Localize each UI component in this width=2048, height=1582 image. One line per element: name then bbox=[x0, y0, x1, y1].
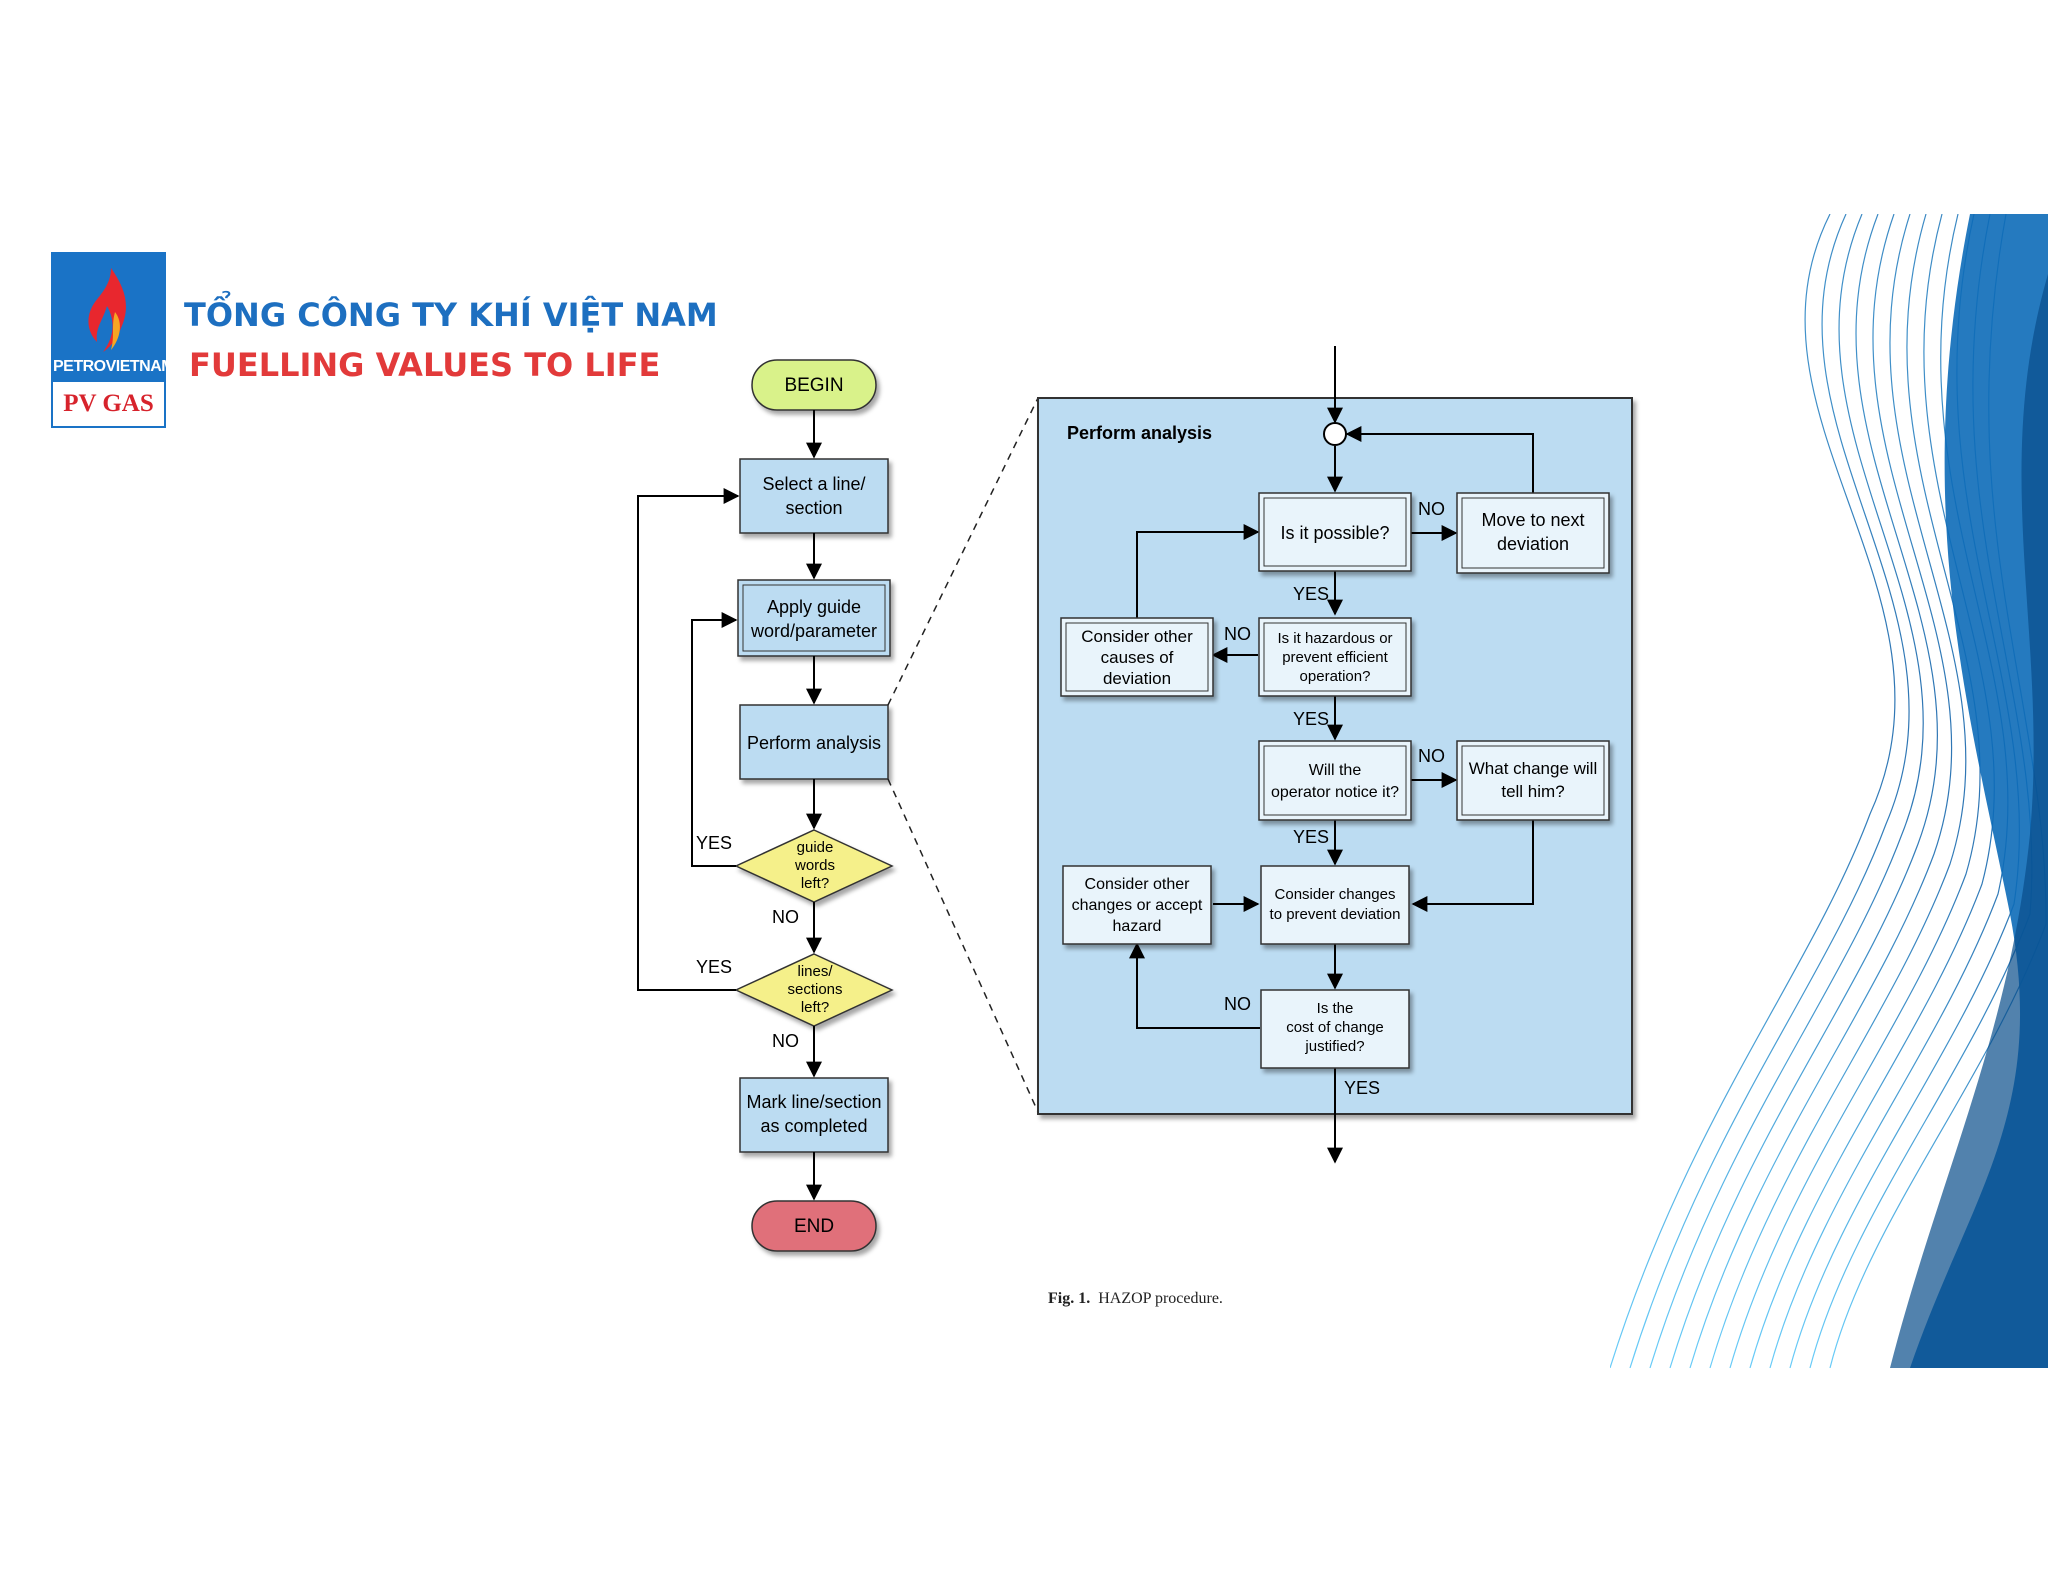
logo-brand-text: PETROVIETNAM bbox=[53, 358, 175, 375]
select-line-label: Select a line/section bbox=[762, 474, 865, 518]
cost-justified-box bbox=[1260, 989, 1410, 1069]
begin-label: BEGIN bbox=[784, 375, 843, 396]
move-next-box bbox=[1456, 492, 1610, 574]
merge-node bbox=[1323, 422, 1347, 446]
mark-completed-box bbox=[739, 1077, 889, 1153]
pvgas-logo: PETROVIETNAM PV GAS bbox=[51, 252, 175, 428]
decorative-wave bbox=[1610, 214, 2048, 1368]
is-hazardous-box bbox=[1258, 617, 1412, 697]
flame-icon bbox=[88, 268, 126, 352]
zoom-lines bbox=[887, 397, 1039, 1113]
select-line-box bbox=[739, 458, 889, 534]
cost-no-label: NO bbox=[1224, 994, 1251, 1014]
possible-no-label: NO bbox=[1418, 499, 1445, 519]
figure-caption: Fig. 1. HAZOP procedure. bbox=[1048, 1290, 1223, 1308]
guide-no-label: NO bbox=[772, 907, 799, 927]
operator-notice-box bbox=[1258, 740, 1412, 821]
company-slogan: FUELLING VALUES TO LIFE bbox=[189, 346, 661, 384]
perform-analysis-box bbox=[739, 704, 889, 780]
figure-caption-text: HAZOP procedure. bbox=[1098, 1290, 1223, 1307]
notice-yes-label: YES bbox=[1293, 827, 1329, 847]
is-possible-box bbox=[1258, 492, 1412, 572]
figure-caption-label: Fig. 1. bbox=[1048, 1290, 1091, 1307]
what-change-box bbox=[1456, 740, 1610, 821]
consider-changes-box bbox=[1260, 865, 1410, 945]
possible-yes-label: YES bbox=[1293, 584, 1329, 604]
lines-no-label: NO bbox=[772, 1031, 799, 1051]
lines-yes-label: YES bbox=[696, 957, 732, 977]
cost-yes-label: YES bbox=[1344, 1078, 1380, 1098]
consider-other-changes-box bbox=[1062, 865, 1212, 945]
apply-guide-box bbox=[737, 579, 891, 657]
perform-analysis-detail: Perform analysis Is it possible? Move bbox=[1037, 346, 1633, 1164]
consider-causes-box bbox=[1060, 617, 1214, 697]
is-possible-label: Is it possible? bbox=[1280, 523, 1389, 543]
logo-name-text: PV GAS bbox=[53, 380, 164, 426]
hazardous-yes-label: YES bbox=[1293, 709, 1329, 729]
end-label: END bbox=[794, 1216, 834, 1237]
guide-yes-label: YES bbox=[696, 833, 732, 853]
detail-title: Perform analysis bbox=[1067, 423, 1212, 443]
hazardous-no-label: NO bbox=[1224, 624, 1251, 644]
end-terminal bbox=[751, 1200, 877, 1252]
perform-analysis-label: Perform analysis bbox=[747, 733, 881, 753]
company-name: TỔNG CÔNG TY KHÍ VIỆT NAM bbox=[184, 296, 718, 334]
notice-no-label: NO bbox=[1418, 746, 1445, 766]
